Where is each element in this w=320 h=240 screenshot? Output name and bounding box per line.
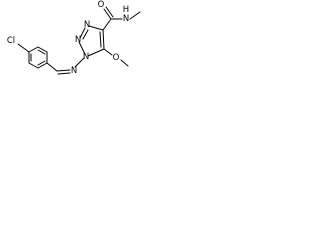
triazole-bond-c4-c5-double <box>99 31 102 48</box>
ring-bond-top <box>37 46 48 53</box>
atom-label-n3: N <box>84 20 90 30</box>
bond-ch-n-imine <box>56 69 71 72</box>
atom-label-n2: N <box>75 35 81 45</box>
bond-n-methyl <box>129 11 141 20</box>
bond-ring-ch <box>46 62 58 72</box>
ring-bond-bottom-left <box>28 62 39 69</box>
atom-label-n-amide: N <box>123 14 129 24</box>
triazole-bond-c5-n1 <box>87 48 105 57</box>
triazole-bond-n3-c4 <box>88 25 104 31</box>
bond-carbonyl-c-o <box>103 8 112 20</box>
triazole-bond-n1-n2 <box>78 41 86 55</box>
atom-labels: Cl N N N N O N H O <box>7 0 129 76</box>
ring-inner-double-1 <box>37 49 46 55</box>
bond-c5-o <box>103 48 113 56</box>
atom-label-n1: N <box>83 52 89 62</box>
ring-inner-double-3 <box>37 60 46 66</box>
atom-label-o-carbonyl: O <box>98 0 105 10</box>
bond-n-n <box>74 57 85 68</box>
ring-bond-bottom-right <box>37 62 48 69</box>
bond-lines <box>17 6 141 75</box>
bond-c-cl <box>17 43 30 53</box>
ring-bond-top-left <box>28 46 39 53</box>
bond-o-methyl <box>120 59 129 67</box>
triazole-bond-c4-c5 <box>102 29 105 50</box>
triazole-bond-n2-n3 <box>79 27 86 39</box>
atom-label-n-imine: N <box>71 66 77 76</box>
atom-label-cl: Cl <box>7 36 15 46</box>
bond-ch-n-imine-double <box>57 72 71 75</box>
bond-carbonyl-c-o-double <box>105 6 114 18</box>
chemical-structure-diagram: Cl N N N N O N H O <box>7 0 141 76</box>
triazole-bond-n2-n3-double <box>82 29 89 40</box>
atom-label-h-amide: H <box>123 5 129 15</box>
bond-c4-carbonyl-c <box>102 18 112 31</box>
atom-label-o-methoxy: O <box>113 53 120 63</box>
